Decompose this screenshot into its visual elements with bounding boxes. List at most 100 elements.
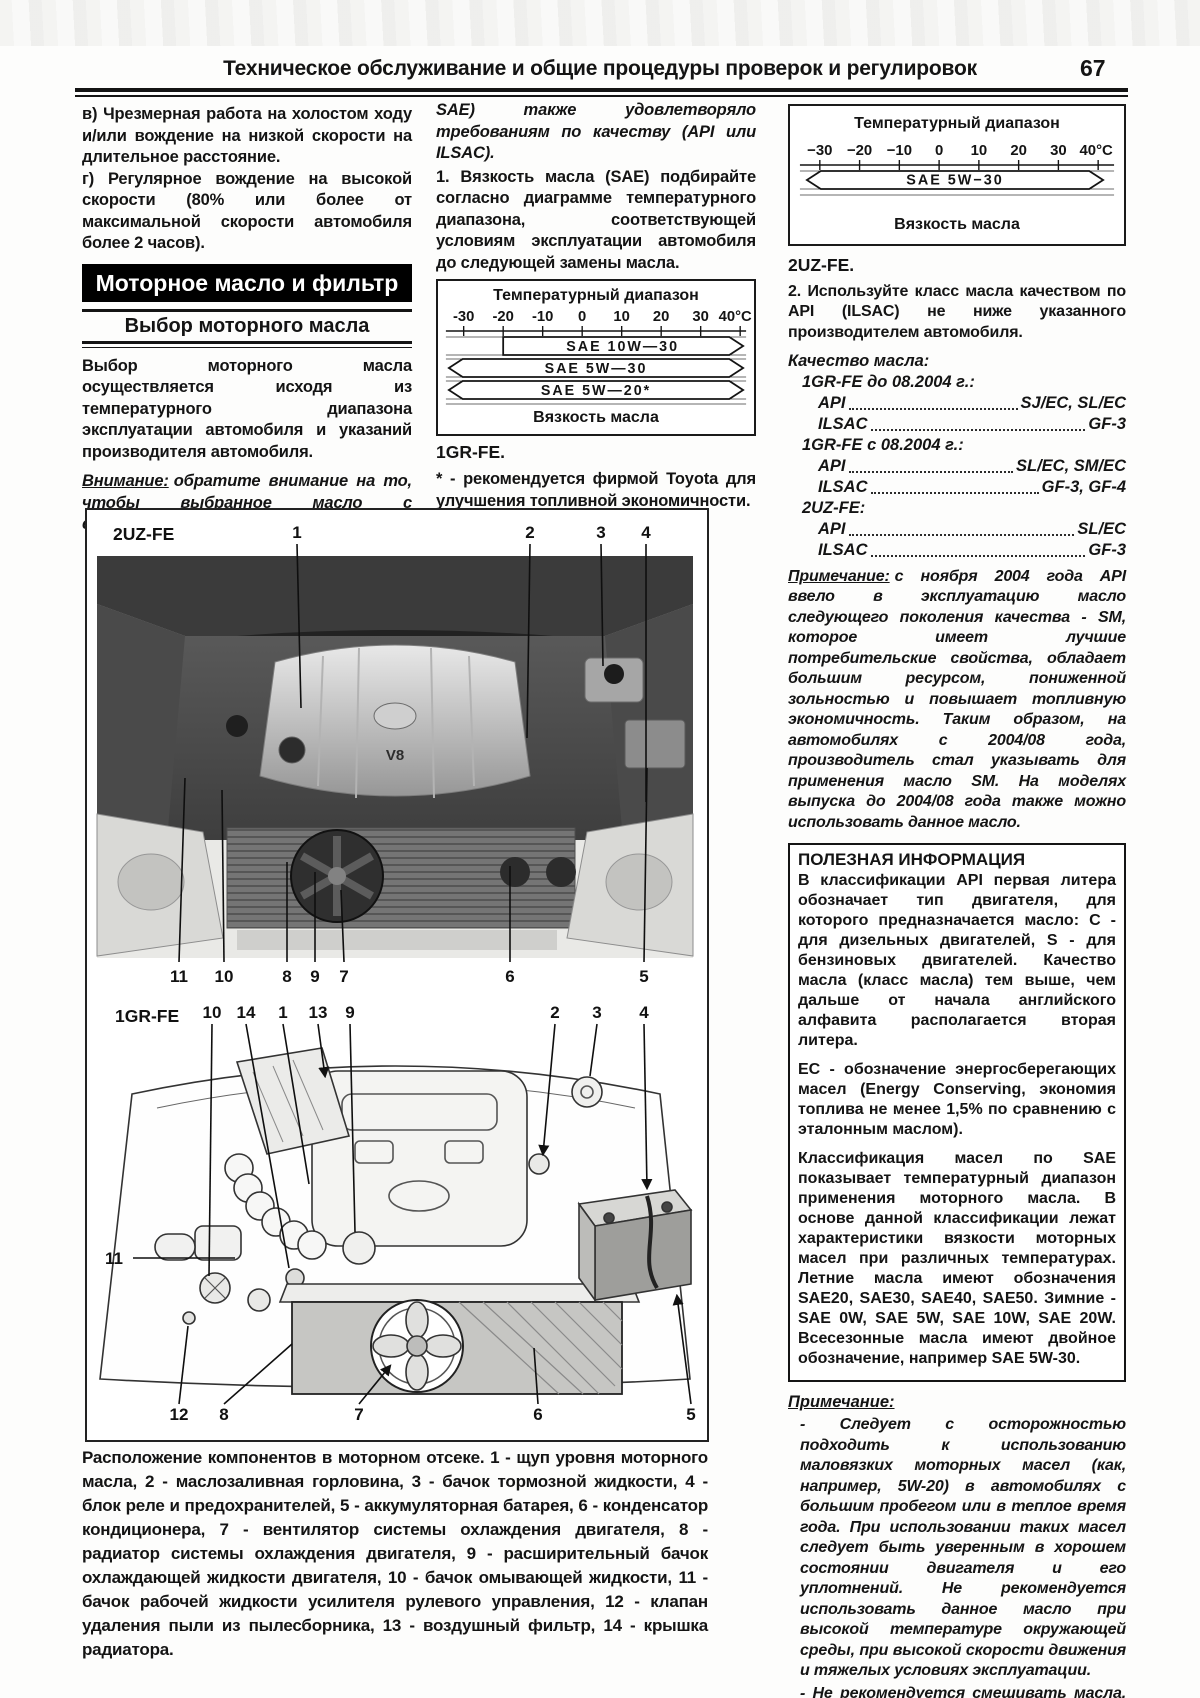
list-item-g: г) Регулярное вождение на высокой скорос… [82, 169, 412, 253]
subsection-rule-thin [82, 346, 412, 348]
quality-row: API SL/EC [818, 519, 1126, 540]
callout-number: 1 [292, 523, 301, 542]
engine-bay-drawing-1gr: 1GR-FE [99, 1003, 696, 1424]
info-paragraph-sae: Классификация масел по SAE показывает те… [798, 1149, 1116, 1367]
quality-row: ILSAC GF-3 [818, 414, 1126, 435]
brake-fluid-reservoir [571, 1076, 603, 1108]
spec-value: SJ/EC, SL/EC [1020, 393, 1126, 412]
bar-sae-5w20 [447, 380, 745, 400]
callout-number: 10 [215, 967, 234, 986]
radiator-top-tank [278, 1283, 641, 1303]
callout-number: 4 [639, 1003, 649, 1022]
callout-number: 5 [639, 967, 648, 986]
figure-label-2uz: 2UZ-FE [113, 524, 174, 544]
bar-label-sae-5w30: SAE 5W—30 [545, 361, 648, 377]
tick-label: 0 [935, 141, 943, 158]
info-paragraph-api: В классификации API первая литера обозна… [798, 871, 1116, 1049]
info-paragraph-ec: EC - обозначение энергосберегающих масел… [798, 1060, 1116, 1138]
column-right: Температурный диапазон −30 −20 −10 0 10 … [788, 104, 1126, 1698]
subsection-rule-box: Выбор моторного масла [82, 308, 412, 344]
page-number: 67 [1080, 55, 1106, 81]
oil-filler-cap [528, 1153, 550, 1175]
callout-number: 4 [641, 523, 651, 542]
step1-paragraph: 1. Вязкость масла (SAE) подбирайте согла… [436, 167, 756, 272]
intro-paragraph: Выбор моторного масла осуществляется исх… [82, 356, 412, 461]
bar-label-sae-5w20: SAE 5W—20* [541, 383, 651, 399]
callout-number: 7 [354, 1405, 363, 1424]
dot-leader [870, 554, 1086, 557]
callout-number: 6 [505, 967, 514, 986]
spec-name: API [818, 519, 846, 538]
chart-title: Температурный диапазон [493, 287, 699, 304]
small-cap [247, 1288, 271, 1312]
bar-label-sae-5w30: SAE 5W−30 [906, 172, 1004, 188]
callout-number: 6 [533, 1405, 542, 1424]
callout-number: 5 [686, 1405, 695, 1424]
spec-value: SL/EC, SM/EC [1015, 456, 1126, 475]
engine-bay-figure-frame: 2UZ-FE V8 [85, 508, 709, 1442]
figure-caption: Расположение компонентов в моторном отсе… [82, 1448, 708, 1659]
quality-row: API SJ/EC, SL/EC [818, 393, 1126, 414]
callout-number: 3 [596, 523, 605, 542]
bar-sae-5w30 [805, 169, 1105, 190]
tick-label: −30 [807, 141, 832, 158]
dust-valve [182, 1311, 196, 1325]
callout-leader-lines [133, 1023, 692, 1405]
quality-row: ILSAC GF-3, GF-4 [818, 477, 1126, 498]
callout-number: 14 [237, 1003, 256, 1022]
callout-number: 11 [170, 967, 188, 986]
callout-number: 2 [550, 1003, 559, 1022]
spec-name: ILSAC [818, 540, 868, 559]
note1-paragraph: Примечание:с ноября 2004 года API ввело … [788, 567, 1126, 834]
callout-leader-lines [178, 543, 648, 963]
footnote-toyota: * - рекомендуется фирмой Toyota для улуч… [436, 470, 756, 510]
air-filter-hatch [252, 1059, 324, 1143]
callout-numbers-bottom: 11 10 8 9 7 6 5 [170, 967, 649, 986]
spec-value: GF-3 [1088, 540, 1126, 559]
callout-number: 9 [310, 967, 319, 986]
tick-label: 40°C [1080, 141, 1113, 158]
quality-group-name: 1GR-FE до 08.2004 г.: [802, 372, 975, 391]
reservoir-cap [226, 715, 248, 737]
spec-name: API [818, 456, 846, 475]
quality-row: API SL/EC, SM/EC [818, 456, 1126, 477]
callout-number: 1 [278, 1003, 287, 1022]
x-axis-ticks: −30 −20 −10 0 10 20 30 40°C [799, 141, 1115, 170]
chart-canvas-1gr: -30 -20 -10 0 10 20 30 40°C [445, 309, 752, 405]
callout-number: 9 [345, 1003, 354, 1022]
engine-cover-text: V8 [386, 747, 404, 764]
bar-sae-10w30 [502, 336, 745, 356]
left-headlight-lens [117, 853, 185, 911]
lead-italic-paragraph: SAE) также удовлетворяло требованиям по … [436, 101, 756, 162]
header-rule-thin [75, 95, 1128, 97]
cowl-panel [97, 556, 693, 636]
chart-canvas-2uz: −30 −20 −10 0 10 20 30 40°C [799, 141, 1115, 195]
callout-numbers-top: 10 14 1 13 9 2 3 4 [203, 1003, 650, 1022]
tick-label: −20 [847, 141, 872, 158]
engine-cover-ribs [317, 647, 475, 799]
quality-row: ILSAC GF-3 [818, 540, 1126, 561]
dot-leader [870, 428, 1086, 431]
header-rule-thick [75, 88, 1128, 92]
tick-label: -30 [453, 309, 474, 325]
spec-value: GF-3 [1088, 414, 1126, 433]
callout-numbers-bottom: 12 8 7 6 5 [170, 1405, 696, 1424]
engine-label-2uz: 2UZ-FE. [788, 255, 855, 275]
condenser-fitting-right [546, 857, 576, 887]
tick-label: 0 [578, 309, 586, 325]
dot-leader [848, 470, 1013, 473]
brake-reservoir-cap [604, 664, 624, 684]
note1-label: Примечание: [788, 567, 890, 585]
callout-number: 3 [592, 1003, 601, 1022]
tick-label: 20 [653, 309, 669, 325]
reservoir-cylinder [154, 1233, 196, 1261]
chart-footer: Вязкость масла [894, 215, 1020, 233]
callout-number: 2 [525, 523, 534, 542]
page-header-title: Техническое обслуживание и общие процеду… [223, 57, 977, 80]
callout-numbers-top: 1 2 3 4 [292, 523, 651, 542]
spec-name: ILSAC [818, 414, 868, 433]
intake-hose [224, 1153, 327, 1260]
callout-number: 8 [282, 967, 291, 986]
tick-label: −10 [887, 141, 912, 158]
